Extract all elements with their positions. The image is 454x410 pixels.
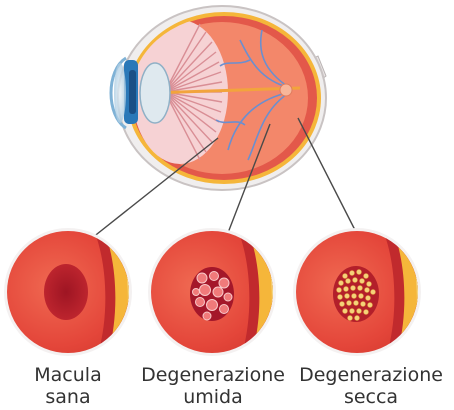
macula-location	[280, 84, 292, 96]
caption-healthy-line1: Macula	[8, 364, 128, 386]
caption-wet-line2: umida	[132, 386, 294, 408]
caption-wet-line1: Degenerazione	[132, 364, 294, 386]
caption-wet: Degenerazione umida	[132, 364, 294, 408]
macula-wet-icon	[140, 226, 290, 360]
healthy-macula-spot	[44, 264, 88, 320]
macula-healthy-icon	[0, 226, 140, 360]
caption-healthy: Macula sana	[8, 364, 128, 408]
lens	[140, 63, 170, 123]
caption-healthy-line2: sana	[8, 386, 128, 408]
eye-cross-section-illustration	[111, 6, 326, 190]
caption-dry-line2: secca	[290, 386, 452, 408]
macula-dry-icon	[285, 226, 430, 360]
caption-dry-line1: Degenerazione	[290, 364, 452, 386]
caption-dry: Degenerazione secca	[290, 364, 452, 408]
